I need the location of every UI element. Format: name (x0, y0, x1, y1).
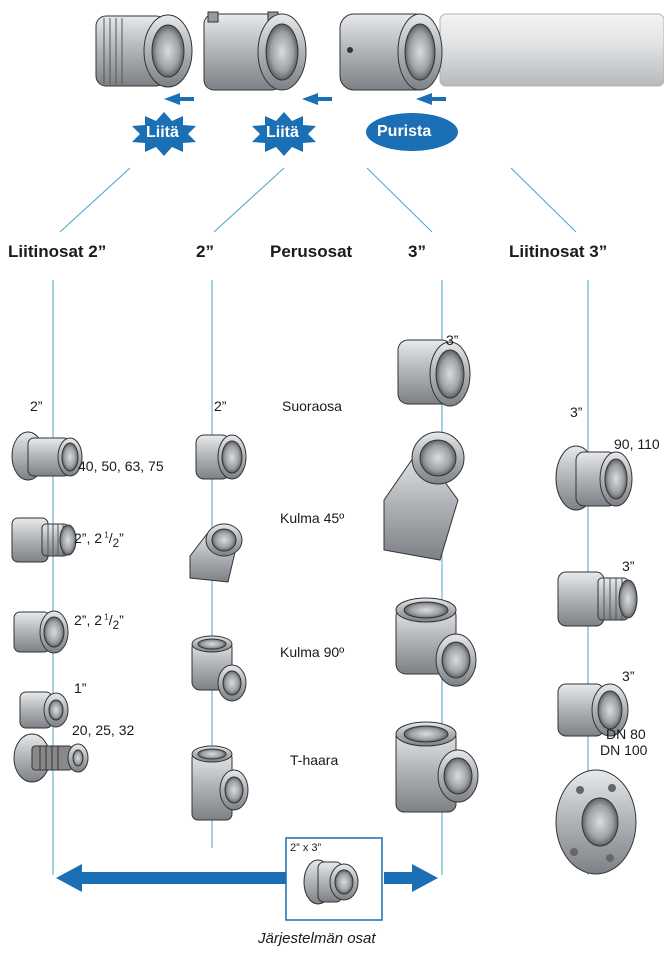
fitting-3-male-thread (557, 571, 638, 627)
fitting-female-thread (13, 610, 69, 654)
base-2-tee (191, 745, 249, 821)
top-coupling-clamp (203, 11, 307, 91)
header-size-2: 2” (196, 242, 214, 261)
header-size-3: 3” (408, 242, 426, 261)
fitting-label: 20, 25, 32 (72, 722, 135, 738)
top-press-sleeve (339, 13, 443, 91)
base-2-elbow-90 (191, 635, 247, 702)
header-base-parts: Perusosat (270, 242, 353, 261)
base-3-straight (397, 339, 471, 407)
fitting-label: 1” (74, 680, 87, 696)
base-3-elbow-90 (395, 597, 477, 687)
top-coupling-threaded (95, 14, 193, 88)
base-3-elbow-45 (383, 431, 465, 561)
fitting-press-adapter (11, 431, 83, 481)
press-label: Purista (377, 123, 432, 140)
fitting-3-press-adapter (555, 445, 633, 511)
base-name-straight: Suoraosa (282, 398, 342, 414)
fitting-small-pipe-adapter (13, 733, 89, 783)
fitting-3-flange (555, 769, 637, 875)
base-2-straight (195, 434, 247, 480)
fitting-label: 3” (622, 558, 635, 574)
press-badge (366, 113, 458, 151)
fitting-label: 40, 50, 63, 75 (78, 458, 164, 474)
base-3-size-label: 3” (446, 332, 459, 348)
fitting-label: DN 100 (600, 742, 648, 758)
base-3-tee (395, 721, 479, 813)
base-2-size-label: 2” (214, 398, 227, 414)
join-burst-2 (252, 112, 316, 156)
fitting-label: 90, 110 (614, 436, 660, 452)
arrow-left-icon (164, 93, 194, 105)
fitting-label: DN 80 (606, 726, 646, 742)
base-name-elbow-90: Kulma 90º (280, 644, 345, 660)
join-label-2: Liitä (266, 124, 299, 141)
diagram-caption: Järjestelmän osat (258, 930, 376, 947)
double-arrow-icon (384, 864, 438, 892)
join-label-1: Liitä (146, 124, 179, 141)
arrow-left-icon (416, 93, 446, 105)
fitting-reducer-1 (19, 691, 69, 729)
fittings-3-size-label: 3” (570, 404, 583, 420)
base-name-elbow-45: Kulma 45º (280, 510, 345, 526)
arrow-left-icon (302, 93, 332, 105)
double-arrow-icon (56, 864, 286, 892)
header-fittings-2: Liitinosat 2” (8, 242, 107, 261)
join-burst-1 (132, 112, 196, 156)
top-assembly (95, 11, 664, 105)
fitting-label: 3” (622, 668, 635, 684)
pipe (439, 13, 664, 87)
fitting-male-thread (11, 517, 77, 563)
fittings-2-size-label: 2” (30, 398, 43, 414)
base-2-elbow-45 (189, 523, 243, 583)
base-name-tee: T-haara (290, 752, 339, 768)
reducer-label: 2” x 3” (290, 842, 322, 854)
fitting-label: 2”, 2 1/2” (74, 530, 124, 550)
fitting-3-female-thread (557, 683, 629, 737)
header-fittings-3: Liitinosat 3” (509, 242, 608, 261)
fitting-label: 2”, 2 1/2” (74, 612, 124, 632)
reducer-fitting (303, 859, 359, 905)
